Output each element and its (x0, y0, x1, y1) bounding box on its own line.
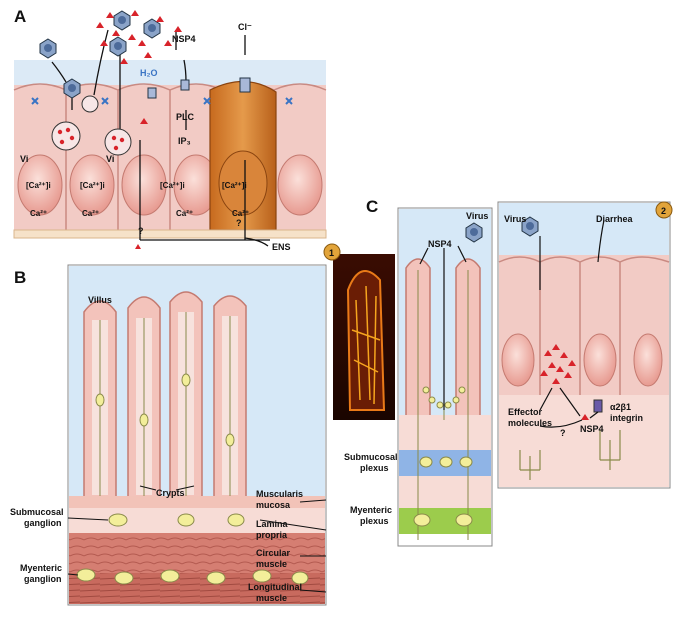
ca-label-1: Ca²⁺ (30, 209, 47, 218)
virus-icons-a (39, 10, 161, 99)
crypts-label: Crypts (156, 488, 185, 498)
effector-molecules-l2: molecules (508, 418, 552, 428)
ca-label-4: Ca²⁺ (232, 209, 249, 218)
panel-label-a: A (14, 7, 26, 26)
cai-label-4: [Ca²⁺]i (222, 181, 247, 190)
submucosal-ganglion-l1: Submucosal (10, 507, 64, 517)
question-a-1: ? (138, 226, 144, 236)
leader-lines-b (67, 485, 327, 593)
membrane-channels-a (31, 77, 293, 105)
myenteric-ganglion-l1: Myenteric (20, 563, 62, 573)
vi-label-2: Vi (106, 154, 114, 164)
nsp4-label-a: NSP4 (172, 34, 196, 44)
integrin-l2: integrin (610, 413, 643, 423)
ens-label: ENS (272, 242, 291, 252)
vi-label-1: Vi (20, 154, 28, 164)
panel-c: C 1 NSP4 Virus Submucos (323, 197, 673, 547)
badge-2: 2 (661, 206, 666, 216)
muscularis-mucosa-l2: mucosa (256, 500, 291, 510)
panel-label-b: B (14, 268, 26, 287)
myenteric-plexus-band (399, 508, 491, 534)
lamina-propria-l2: propria (256, 530, 288, 540)
myenteric-ganglion-l2: ganglion (24, 574, 62, 584)
panel-b: B Villus Crypts Submucosal ganglion Myen… (10, 264, 327, 606)
question-c: ? (560, 428, 566, 438)
plc-label: PLC (176, 112, 195, 122)
myenteric-plexus-l1: Myenteric (350, 505, 392, 515)
ca-label-2: Ca²⁺ (82, 209, 99, 218)
ganglia-b (76, 373, 309, 585)
longitudinal-muscle-layer (69, 573, 325, 604)
nsp4-particles-a (96, 10, 182, 249)
panel-label-c: C (366, 197, 378, 216)
nsp4-label-c2: NSP4 (580, 424, 604, 434)
ca-label-3: Ca²⁺ (176, 209, 193, 218)
virus-label-c1: Virus (466, 211, 488, 221)
submucosal-plexus-l1: Submucosal (344, 452, 398, 462)
viroplasm-vesicles (51, 95, 132, 156)
villus-label: Villus (88, 295, 112, 305)
epithelial-cells-a (13, 80, 327, 239)
circular-muscle-l2: muscle (256, 559, 287, 569)
circular-muscle-l1: Circular (256, 548, 291, 558)
chloride-label: Cl⁻ (238, 22, 252, 32)
panel-a: A NSP4 H₂O Cl⁻ PLC IP₃ Vi Vi [Ca²⁺]i [Ca… (13, 7, 327, 252)
cai-label-2: [Ca²⁺]i (80, 181, 105, 190)
longitudinal-muscle-l2: muscle (256, 593, 287, 603)
muscularis-mucosa-layer (69, 496, 325, 508)
submucosal-ganglion-l2: ganglion (24, 518, 62, 528)
nsp4-label-c: NSP4 (428, 239, 452, 249)
ip3-label: IP₃ (178, 136, 191, 146)
water-label: H₂O (140, 68, 158, 78)
integrin-l1: α2β1 (610, 402, 631, 412)
badge-1: 1 (329, 248, 334, 258)
longitudinal-muscle-l1: Longitudinal (248, 582, 302, 592)
submucosal-plexus-l2: plexus (360, 463, 389, 473)
circular-muscle-layer (69, 533, 325, 573)
virus-label-c2: Virus (504, 214, 526, 224)
cai-label-3: [Ca²⁺]i (160, 181, 185, 190)
effector-molecules-l1: Effector (508, 407, 543, 417)
lamina-propria-l1: Lamina (256, 519, 289, 529)
nsp4-particles-c (540, 344, 589, 420)
question-a-2: ? (236, 218, 242, 228)
muscularis-mucosa-l1: Muscularis (256, 489, 303, 499)
diarrhea-label: Diarrhea (596, 214, 634, 224)
myenteric-plexus-l2: plexus (360, 516, 389, 526)
cai-label-1: [Ca²⁺]i (26, 181, 51, 190)
